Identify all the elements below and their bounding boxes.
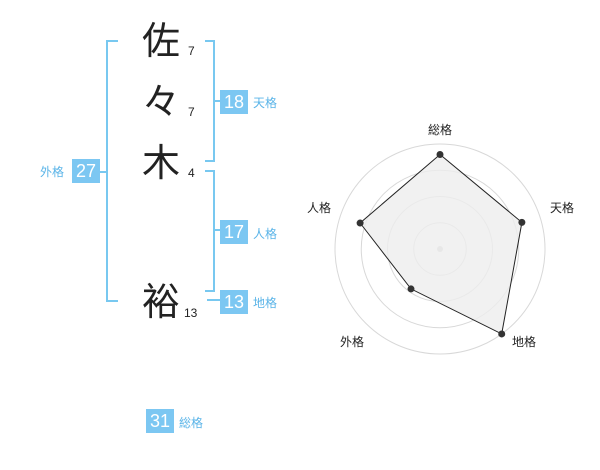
radar-point — [356, 219, 364, 227]
stroke-count-4: 13 — [184, 306, 198, 320]
chikaku-bracket-tick — [207, 299, 220, 301]
soukaku-value: 31 — [146, 409, 174, 433]
stroke-count-2: 7 — [188, 105, 195, 119]
tenkaku-label: 天格 — [253, 96, 278, 110]
radar-label-jinkaku: 人格 — [307, 201, 332, 215]
jinkaku-value: 17 — [220, 220, 248, 244]
gaikaku-bracket-tick — [96, 171, 106, 173]
jinkaku-bracket-tick — [213, 229, 220, 231]
gaikaku-label: 外格 — [40, 165, 65, 179]
radar-point — [498, 330, 506, 338]
jinkaku-label: 人格 — [253, 227, 278, 241]
name-char-4: 裕 — [142, 280, 181, 324]
radar-ring — [334, 143, 546, 355]
chikaku-value: 13 — [220, 290, 248, 314]
soukaku-label: 総格 — [179, 416, 204, 430]
radar-point — [436, 151, 444, 158]
gaikaku-bracket — [106, 40, 118, 302]
radar-label-gaikaku: 外格 — [340, 335, 365, 349]
radar-point — [407, 285, 415, 293]
name-char-3: 木 — [142, 141, 181, 185]
radar-area — [359, 153, 523, 335]
stroke-count-1: 7 — [188, 44, 195, 58]
jinkaku-bracket — [205, 170, 215, 292]
stroke-count-3: 4 — [188, 166, 195, 180]
name-char-1: 佐 — [142, 19, 181, 63]
radar-label-tenkaku: 天格 — [550, 201, 575, 215]
tenkaku-bracket-tick — [213, 100, 220, 102]
chikaku-label: 地格 — [253, 296, 278, 310]
radar-label-chikaku: 地格 — [512, 335, 537, 349]
radar-point — [518, 218, 526, 226]
radar-label-soukaku: 総格 — [428, 123, 453, 137]
gaikaku-value: 27 — [72, 159, 100, 183]
name-char-2: 々 — [142, 80, 181, 124]
tenkaku-value: 18 — [220, 90, 248, 114]
